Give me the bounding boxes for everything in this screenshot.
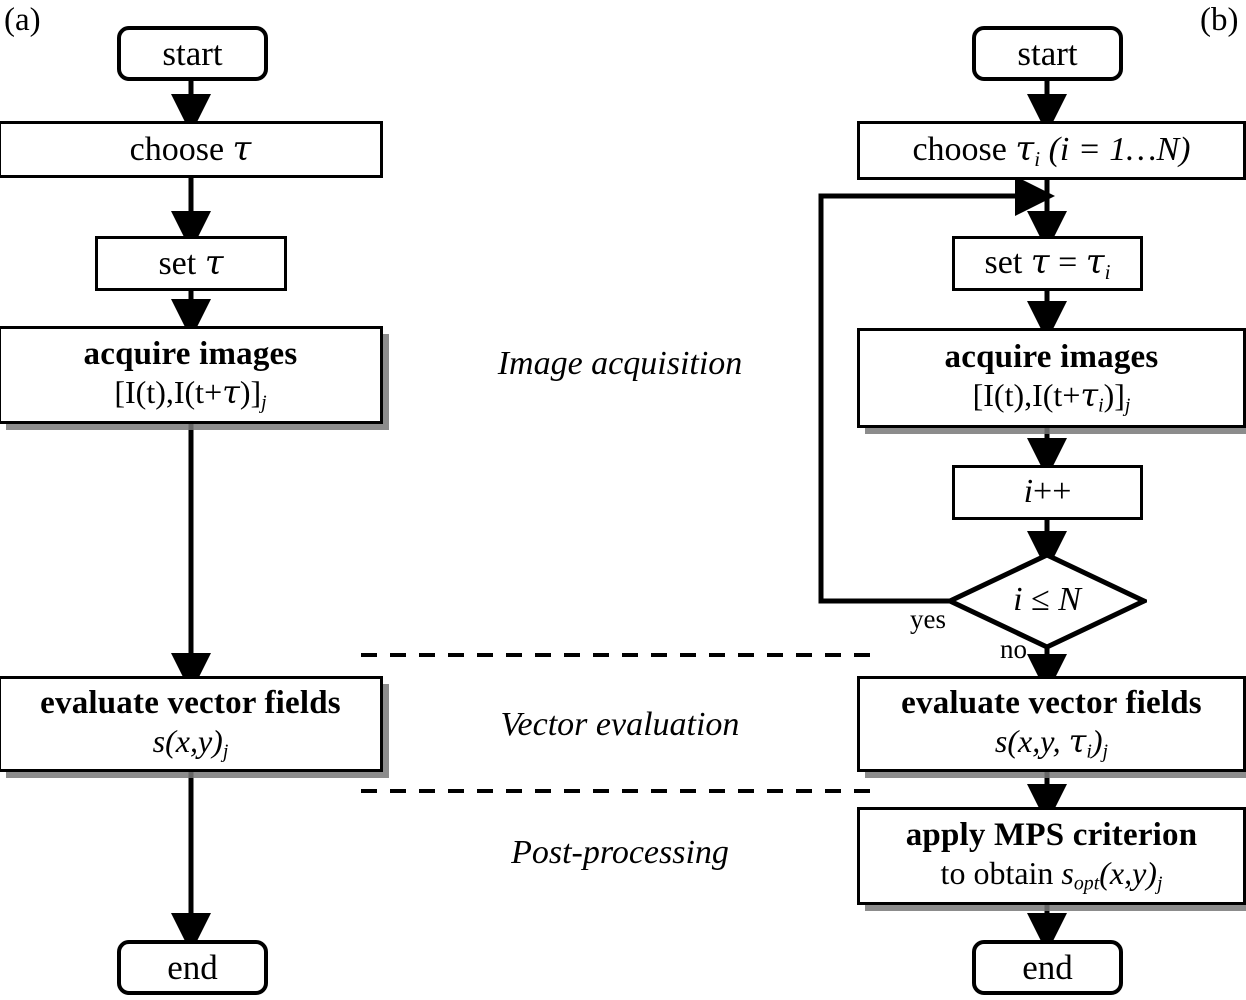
node-a-start[interactable]: start xyxy=(117,26,268,81)
stage-label-post-processing: Post-processing xyxy=(511,834,729,871)
node-b-end-label: end xyxy=(1022,947,1073,987)
edge-label-no: no xyxy=(1000,634,1027,664)
node-b-set-tau[interactable]: set τ = τi xyxy=(952,236,1143,291)
node-b-evaluate-line2: s(x,y, τi)j xyxy=(994,722,1109,763)
node-b-mps-line1: apply MPS criterion xyxy=(905,817,1198,854)
node-a-acquire-line2: [I(t),I(t+τ)]j xyxy=(114,373,267,414)
node-b-increment[interactable]: i++ xyxy=(952,465,1143,520)
node-b-apply-mps-criterion[interactable]: apply MPS criterion to obtain sopt(x,y)j xyxy=(857,807,1246,905)
node-a-choose-tau[interactable]: choose τ xyxy=(0,121,383,178)
node-b-increment-label: i++ xyxy=(1023,473,1072,511)
node-b-choose-label: choose τi (i = 1…N) xyxy=(912,128,1191,171)
node-a-acquire-line1: acquire images xyxy=(83,336,298,373)
panel-b-tag: (b) xyxy=(1200,2,1239,38)
node-b-acquire-line2: [I(t),I(t+τi)]j xyxy=(972,376,1131,417)
node-a-start-label: start xyxy=(162,33,223,73)
node-a-evaluate-vector-fields[interactable]: evaluate vector fields s(x,y)j xyxy=(0,676,383,772)
node-b-mps-line2: to obtain sopt(x,y)j xyxy=(940,855,1163,895)
node-a-evaluate-line1: evaluate vector fields xyxy=(40,685,341,722)
node-b-acquire-line1: acquire images xyxy=(944,339,1159,376)
node-b-evaluate-line1: evaluate vector fields xyxy=(901,685,1202,722)
node-a-end[interactable]: end xyxy=(117,940,268,995)
node-b-decision-label: i ≤ N xyxy=(1013,581,1081,619)
node-a-set-tau[interactable]: set τ xyxy=(95,236,287,291)
panel-a-tag: (a) xyxy=(4,2,41,38)
node-b-set-label: set τ = τi xyxy=(984,241,1111,284)
node-b-evaluate-vector-fields[interactable]: evaluate vector fields s(x,y, τi)j xyxy=(857,676,1246,772)
node-b-choose-tau-i[interactable]: choose τi (i = 1…N) xyxy=(857,121,1246,180)
node-a-end-label: end xyxy=(167,947,218,987)
node-a-choose-tau-label: choose τ xyxy=(129,128,252,169)
edge-label-yes: yes xyxy=(910,604,946,634)
node-a-evaluate-line2: s(x,y)j xyxy=(152,723,229,763)
decision-diamond-shape xyxy=(944,552,1150,650)
node-a-set-tau-label: set τ xyxy=(158,242,224,283)
node-b-decision[interactable]: i ≤ N xyxy=(944,552,1150,650)
node-b-start-label: start xyxy=(1017,33,1078,73)
node-b-acquire-images[interactable]: acquire images [I(t),I(t+τi)]j xyxy=(857,328,1246,428)
node-b-start[interactable]: start xyxy=(972,26,1123,81)
stage-label-image-acquisition: Image acquisition xyxy=(497,345,743,382)
node-b-end[interactable]: end xyxy=(972,940,1123,995)
node-a-acquire-images[interactable]: acquire images [I(t),I(t+τ)]j xyxy=(0,326,383,424)
stage-label-vector-evaluation: Vector evaluation xyxy=(500,706,740,743)
